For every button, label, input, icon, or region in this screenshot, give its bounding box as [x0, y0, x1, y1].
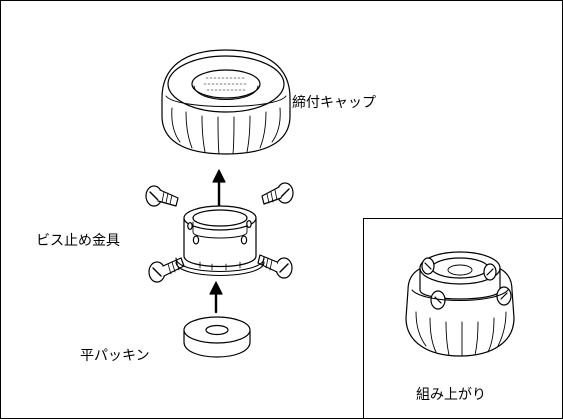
label-assembled: 組み上がり: [416, 387, 486, 403]
screw-top-right: [261, 182, 294, 205]
tightening-cap-drawing: [161, 49, 291, 155]
assembled-drawing: [405, 251, 515, 357]
screw-bottom-left: [148, 257, 185, 283]
flat-packing-drawing: [183, 316, 251, 358]
label-flat-packing: 平パッキン: [80, 348, 150, 364]
screw-top-left: [145, 185, 179, 207]
assembled-inset-box: [363, 218, 563, 419]
screw-bottom-right: [257, 254, 293, 279]
label-screw-fixing-bracket: ビス止め金具: [36, 233, 120, 249]
screw-fixing-bracket-drawing: [175, 205, 265, 277]
label-tightening-cap: 締付キャップ: [292, 95, 376, 111]
arrow-up-lower: [209, 281, 223, 314]
